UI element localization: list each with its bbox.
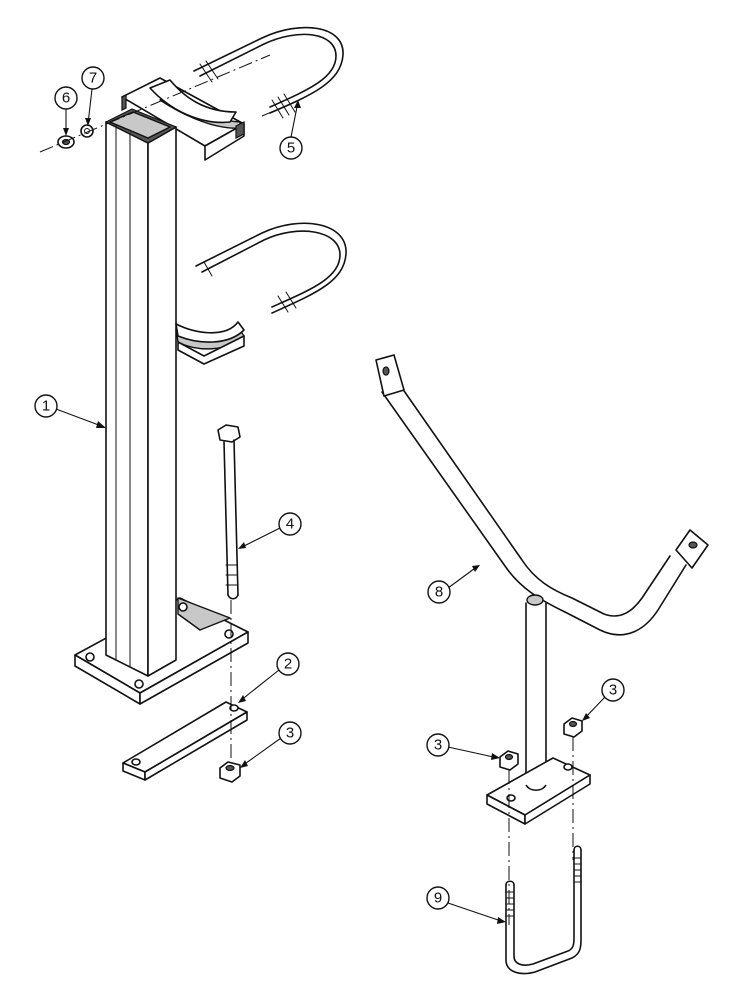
callout-7: 7 bbox=[81, 66, 105, 126]
callout-label: 3 bbox=[286, 725, 294, 742]
callout-label: 5 bbox=[287, 140, 295, 157]
callout-9: 9 bbox=[426, 886, 506, 924]
hex-nut-3-mid bbox=[499, 750, 519, 771]
callout-label: 6 bbox=[62, 90, 70, 107]
callout-label: 8 bbox=[435, 584, 443, 601]
callout-6: 6 bbox=[54, 86, 78, 136]
hex-nut-3-right bbox=[563, 717, 583, 738]
hex-bolt-4 bbox=[217, 424, 241, 600]
lower-clamp-saddle bbox=[175, 321, 245, 365]
callout-4: 4 bbox=[238, 512, 302, 549]
callout-label: 4 bbox=[286, 516, 294, 533]
callout-label: 1 bbox=[42, 398, 50, 415]
hex-nut-3-left bbox=[219, 761, 241, 783]
callout-8: 8 bbox=[427, 565, 480, 604]
callout-label: 3 bbox=[609, 682, 617, 699]
yoke-arm bbox=[375, 354, 709, 636]
square-post bbox=[104, 108, 178, 677]
washer-7 bbox=[80, 124, 94, 138]
lock-nut-6 bbox=[57, 135, 75, 149]
callout-label: 9 bbox=[434, 890, 442, 907]
callout-3: 3 bbox=[426, 733, 500, 760]
callout-3: 3 bbox=[240, 721, 302, 768]
yoke-post bbox=[525, 602, 547, 786]
callout-label: 2 bbox=[284, 656, 292, 673]
lower-u-bolt bbox=[195, 222, 347, 314]
callout-5: 5 bbox=[279, 100, 303, 160]
flat-bar-2 bbox=[122, 701, 248, 781]
callout-3: 3 bbox=[582, 678, 625, 721]
callout-label: 7 bbox=[89, 70, 97, 87]
callout-2: 2 bbox=[238, 652, 300, 703]
u-bolt-9 bbox=[505, 845, 582, 975]
callout-label: 3 bbox=[434, 737, 442, 754]
upper-u-bolt bbox=[193, 26, 344, 119]
yoke-assembly bbox=[375, 354, 709, 975]
callout-1: 1 bbox=[34, 394, 106, 428]
upper-clamp-saddle bbox=[121, 77, 245, 161]
yoke-mounting-plate bbox=[486, 757, 591, 825]
post-assembly bbox=[39, 26, 347, 783]
